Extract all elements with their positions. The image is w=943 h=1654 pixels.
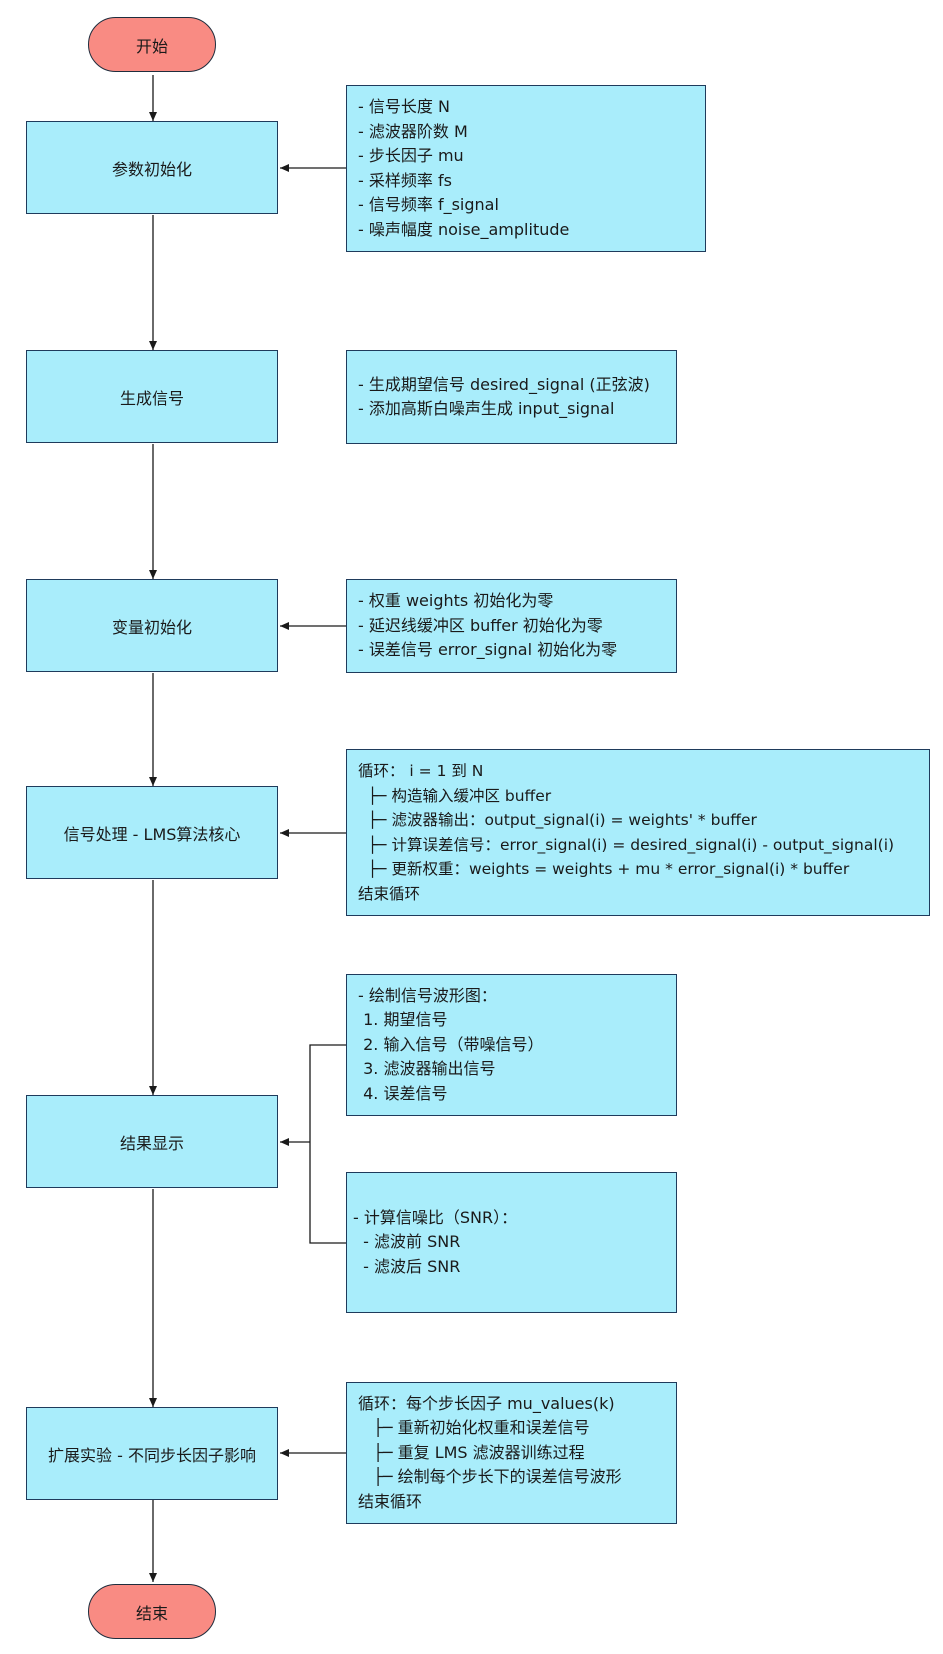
note-line: ├─ 滤波器输出：output_signal(i) = weights' * b…: [358, 811, 757, 829]
note-line: 4. 误差信号: [358, 1083, 448, 1103]
note-line: ├─ 重复 LMS 滤波器训练过程: [358, 1442, 585, 1462]
end-label: 结束: [135, 1603, 168, 1623]
note-line: ├─ 更新权重：weights = weights + mu * error_s…: [358, 860, 850, 878]
note-line: - 滤波器阶数 M: [358, 121, 468, 141]
step-results: 结果显示: [26, 1095, 278, 1188]
note-line: 结束循环: [358, 884, 421, 903]
note-line: 结束循环: [358, 1491, 423, 1511]
start-node: 开始: [88, 17, 216, 72]
note-line: - 生成期望信号 desired_signal (正弦波): [358, 374, 650, 394]
note-variable-init: - 权重 weights 初始化为零 - 延迟线缓冲区 buffer 初始化为零…: [346, 579, 677, 673]
step-label: 扩展实验 - 不同步长因子影响: [48, 1445, 256, 1465]
note-line: - 信号长度 N: [358, 97, 450, 116]
note-line: - 信号频率 f_signal: [358, 195, 499, 214]
note-line: ├─ 计算误差信号：error_signal(i) = desired_sign…: [358, 835, 895, 854]
note-line: - 误差信号 error_signal 初始化为零: [358, 640, 618, 660]
note-line: - 噪声幅度 noise_amplitude: [358, 219, 570, 239]
note-line: ├─ 构造输入缓冲区 buffer: [358, 786, 552, 805]
note-generate-signal: - 生成期望信号 desired_signal (正弦波) - 添加高斯白噪声生…: [346, 350, 677, 444]
note-line: 循环： i = 1 到 N: [358, 762, 484, 780]
step-variable-init: 变量初始化: [26, 579, 278, 672]
note-snr: - 计算信噪比（SNR）： - 滤波前 SNR - 滤波后 SNR: [346, 1172, 677, 1313]
note-line: - 延迟线缓冲区 buffer 初始化为零: [358, 615, 603, 635]
note-line: 循环：每个步长因子 mu_values(k): [358, 1393, 615, 1413]
note-line: - 计算信噪比（SNR）：: [353, 1207, 518, 1227]
note-line: 3. 滤波器输出信号: [358, 1059, 496, 1079]
note-line: - 滤波后 SNR: [353, 1256, 461, 1276]
step-label: 结果显示: [119, 1133, 184, 1153]
bracket-results-notes: [309, 1044, 346, 1244]
note-line: 1. 期望信号: [358, 1010, 448, 1030]
step-label: 生成信号: [119, 388, 184, 408]
step-label: 信号处理 - LMS算法核心: [63, 824, 241, 844]
note-param-list: - 信号长度 N - 滤波器阶数 M - 步长因子 mu - 采样频率 fs -…: [346, 85, 706, 252]
note-plot-waveforms: - 绘制信号波形图： 1. 期望信号 2. 输入信号（带噪信号） 3. 滤波器输…: [346, 974, 677, 1116]
note-extended-loop: 循环：每个步长因子 mu_values(k) ├─ 重新初始化权重和误差信号 ├…: [346, 1382, 677, 1524]
step-label: 变量初始化: [111, 617, 192, 637]
note-line: - 步长因子 mu: [358, 146, 464, 165]
start-label: 开始: [135, 36, 168, 56]
step-label: 参数初始化: [111, 159, 192, 179]
note-line: - 添加高斯白噪声生成 input_signal: [358, 399, 615, 418]
note-line: ├─ 绘制每个步长下的误差信号波形: [358, 1467, 622, 1487]
note-line: ├─ 重新初始化权重和误差信号: [358, 1418, 590, 1438]
note-line: - 绘制信号波形图：: [358, 985, 497, 1005]
note-line: - 滤波前 SNR: [353, 1232, 461, 1252]
note-lms-loop: 循环： i = 1 到 N ├─ 构造输入缓冲区 buffer ├─ 滤波器输出…: [346, 749, 930, 916]
step-extended-experiment: 扩展实验 - 不同步长因子影响: [26, 1407, 278, 1500]
note-line: - 权重 weights 初始化为零: [358, 591, 554, 611]
step-param-init: 参数初始化: [26, 121, 278, 214]
note-line: 2. 输入信号（带噪信号）: [358, 1034, 544, 1054]
note-line: - 采样频率 fs: [358, 170, 452, 190]
end-node: 结束: [88, 1584, 216, 1639]
step-generate-signal: 生成信号: [26, 350, 278, 443]
step-lms-core: 信号处理 - LMS算法核心: [26, 786, 278, 879]
